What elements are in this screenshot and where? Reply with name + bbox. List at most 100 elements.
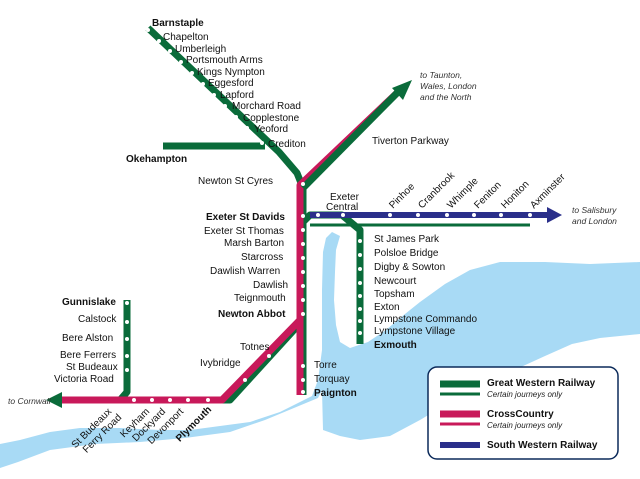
station-dot [125,368,129,372]
station-dot [212,93,216,97]
station-copplestone[interactable]: Copplestone [243,113,300,124]
crosscountry-south [60,200,304,404]
gwr-line-north [300,89,401,191]
station-dot [358,267,362,271]
station-dot [206,398,210,402]
station-polsloe-bridge[interactable]: Polsloe Bridge [374,248,439,259]
destination-north-3: and the North [420,92,472,102]
station-newton-abbot[interactable]: Newton Abbot [218,309,286,320]
station-exeter-central-1[interactable]: Exeter [330,192,360,203]
station-lympstone-commando[interactable]: Lympstone Commando [374,314,477,325]
station-starcross[interactable]: Starcross [241,252,283,263]
station-dot [316,213,320,217]
station-dot [260,141,264,145]
station-dot [301,242,305,246]
station-newton-st-cyres[interactable]: Newton St Cyres [198,176,273,187]
station-dot [125,354,129,358]
station-honiton[interactable]: Honiton [499,179,531,211]
station-eggesford[interactable]: Eggesford [208,78,254,89]
station-ivybridge[interactable]: Ivybridge [200,358,241,369]
station-dot [168,398,172,402]
station-totnes[interactable]: Totnes [240,342,269,353]
station-exeter-st-davids[interactable]: Exeter St Davids [206,212,285,223]
station-okehampton[interactable]: Okehampton [126,154,187,165]
station-dot [301,298,305,302]
east-arrow [547,207,562,223]
destination-east-2: and London [572,216,617,226]
station-dot [358,253,362,257]
station-dot [358,331,362,335]
station-dot [243,378,247,382]
station-kings-nympton[interactable]: Kings Nympton [197,67,265,78]
station-dot [125,301,129,305]
station-dot [499,213,503,217]
station-paignton[interactable]: Paignton [314,388,357,399]
station-tiverton-parkway[interactable]: Tiverton Parkway [372,136,449,147]
station-dot [301,390,305,394]
station-exeter-st-thomas[interactable]: Exeter St Thomas [204,226,284,237]
station-chapelton[interactable]: Chapelton [163,32,209,43]
gwr-line-tamar [117,300,131,403]
west-arrow [46,392,62,408]
station-yeoford[interactable]: Yeoford [254,124,288,135]
station-gunnislake[interactable]: Gunnislake [62,297,116,308]
station-topsham[interactable]: Topsham [374,289,415,300]
station-exmouth[interactable]: Exmouth [374,340,417,351]
station-marsh-barton[interactable]: Marsh Barton [224,238,284,249]
station-bere-ferrers[interactable]: Bere Ferrers [60,350,116,361]
station-bere-alston[interactable]: Bere Alston [62,333,113,344]
station-st-james-park[interactable]: St James Park [374,234,440,245]
station-calstock[interactable]: Calstock [78,314,117,325]
station-st-budeaux-vr-1[interactable]: St Budeaux [66,362,118,373]
station-dot [301,284,305,288]
destination-east-1: to Salisbury [572,205,617,215]
legend-cc-title: CrossCountry [487,409,554,420]
station-dot [341,213,345,217]
station-dot [301,182,305,186]
legend-box [427,366,619,460]
station-torquay[interactable]: Torquay [314,374,350,385]
station-dawlish[interactable]: Dawlish [253,280,288,291]
station-dot [301,256,305,260]
station-pinhoe[interactable]: Pinhoe [387,181,417,211]
station-dot [157,39,161,43]
legend-swr-title: South Western Railway [487,440,598,451]
station-newcourt[interactable]: Newcourt [374,276,416,287]
station-dot [301,228,305,232]
destination-north-1: to Taunton, [420,70,462,80]
station-lympstone-village[interactable]: Lympstone Village [374,326,456,337]
north-arrow [392,80,412,100]
station-dot [445,213,449,217]
station-morchard-road[interactable]: Morchard Road [232,101,301,112]
station-st-budeaux-vr-2[interactable]: Victoria Road [54,374,114,385]
station-teignmouth[interactable]: Teignmouth [234,293,286,304]
destination-north-2: Wales, London [420,81,477,91]
station-dot [358,307,362,311]
station-dot [358,319,362,323]
station-lapford[interactable]: Lapford [220,90,254,101]
station-dot [190,71,194,75]
station-torre[interactable]: Torre [314,360,337,371]
station-digby-sowton[interactable]: Digby & Sowton [374,262,445,273]
station-exeter-central-2[interactable]: Central [326,202,358,213]
station-dot [223,104,227,108]
legend: Great Western Railway Certain journeys o… [427,366,619,460]
station-dot [358,294,362,298]
station-dot [201,82,205,86]
station-dawlish-warren[interactable]: Dawlish Warren [210,266,280,277]
station-axminster[interactable]: Axminster [528,171,568,211]
station-barnstaple[interactable]: Barnstaple [152,18,204,29]
station-dot [301,214,305,218]
station-crediton[interactable]: Crediton [268,139,306,150]
station-dot [186,398,190,402]
station-portsmouth-arms[interactable]: Portsmouth Arms [186,55,263,66]
station-dot [358,281,362,285]
station-dot [132,398,136,402]
legend-cc-subtitle: Certain journeys only [487,421,563,430]
station-exton[interactable]: Exton [374,302,400,313]
station-dot [125,320,129,324]
station-dot [388,213,392,217]
station-umberleigh[interactable]: Umberleigh [175,44,226,55]
station-dot [168,49,172,53]
